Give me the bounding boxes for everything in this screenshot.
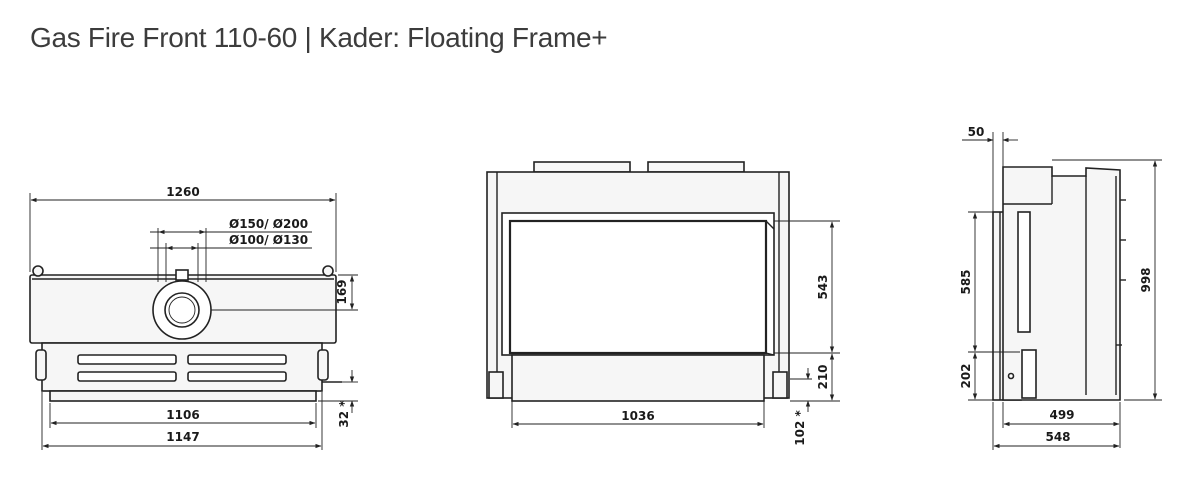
dim-flue-outer: Ø150/ Ø200	[229, 217, 308, 231]
dim-total-height: 998	[1139, 267, 1153, 292]
flue-stub	[175, 269, 189, 281]
dim-flue-inner: Ø100/ Ø130	[229, 233, 308, 247]
dim-bottom-offset-back: 102 *	[793, 410, 807, 446]
side-view: 50 585 202 998 499 548	[959, 125, 1162, 450]
front-base	[49, 390, 317, 402]
side-inner-panel	[1017, 211, 1031, 333]
page-title: Gas Fire Front 110-60 | Kader: Floating …	[30, 22, 608, 53]
glass-panel	[508, 219, 768, 355]
vent-slot	[187, 371, 287, 382]
dim-width-total: 1260	[166, 185, 199, 199]
vent-slot	[77, 371, 177, 382]
vent-slot	[187, 354, 287, 365]
dim-glass-height: 543	[816, 274, 830, 299]
dim-width-inner: 1106	[166, 408, 199, 422]
front-view: 1260 Ø150/ Ø200 Ø100/ Ø130 169 32 * 1106…	[29, 185, 358, 450]
top-cap-right	[647, 161, 745, 173]
top-cap-left	[533, 161, 631, 173]
lower-panel	[511, 354, 765, 402]
front-knob-left	[32, 265, 44, 277]
front-knob-right	[322, 265, 334, 277]
dim-height-top: 169	[335, 279, 349, 304]
dim-top-offset: 50	[968, 125, 985, 139]
dim-depth-inner: 499	[1049, 408, 1074, 422]
flue-inner-circle	[164, 292, 200, 328]
side-body	[1002, 166, 1121, 401]
vent-slot	[77, 354, 177, 365]
elevation-view: 543 210 102 * 1036	[486, 161, 840, 446]
dim-lower-height-side: 202	[959, 363, 973, 388]
dim-lower-height: 210	[816, 364, 830, 389]
dim-depth-outer: 548	[1045, 430, 1070, 444]
dim-bottom-offset-front: 32 *	[337, 400, 351, 428]
front-lower-housing	[41, 342, 323, 392]
dim-glass-width: 1036	[621, 409, 654, 423]
dim-upper-height: 585	[959, 269, 973, 294]
dim-width-outer: 1147	[166, 430, 199, 444]
